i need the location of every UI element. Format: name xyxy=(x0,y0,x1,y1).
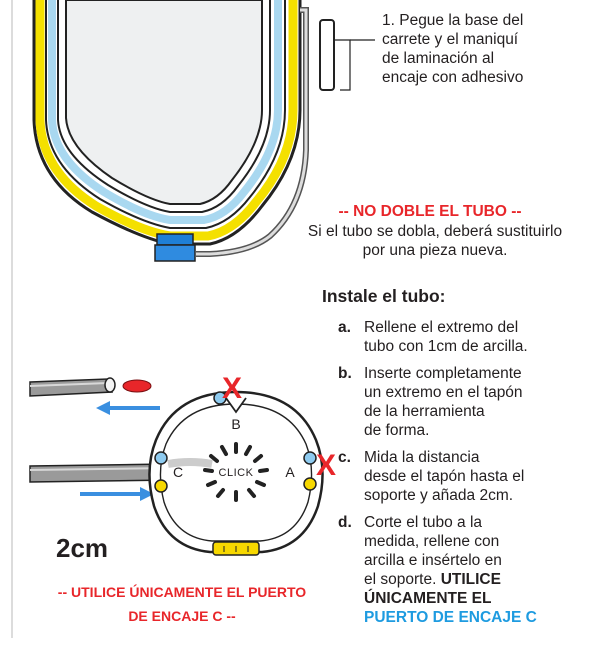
port-note-line: DE ENCAJE C -- xyxy=(128,608,236,624)
step-letter: a. xyxy=(338,319,351,336)
click-burst xyxy=(203,442,269,502)
port-c-yellow xyxy=(154,479,168,493)
step-line: Mida la distancia xyxy=(364,449,480,466)
step-line: de forma. xyxy=(364,422,430,439)
port-a-yellow xyxy=(303,477,317,491)
step1-caption: 1. Pegue la base del carrete y el maniqu… xyxy=(382,11,582,87)
port-b-blue xyxy=(213,391,227,405)
step1-line: 1. Pegue la base del xyxy=(382,12,524,29)
mannequin-tube-figure xyxy=(32,0,375,262)
step1-line: de laminación al xyxy=(382,50,495,67)
step1-line: encaje con adhesivo xyxy=(382,69,524,86)
measure-label: 2cm xyxy=(56,533,109,563)
step-line: Inserte completamente xyxy=(364,365,522,382)
warning-line: Si el tubo se dobla, deberá sustituirlo xyxy=(307,223,563,240)
warning-title: -- NO DOBLE EL TUBO -- xyxy=(338,203,522,220)
forming-tool-figure: B C A CLICK X X xyxy=(29,372,336,556)
port-b-label: B xyxy=(231,416,240,432)
arrow-right xyxy=(80,487,154,501)
arrow-left xyxy=(96,401,160,415)
step-tail-bold: ÚNICAMENTE EL xyxy=(364,590,492,607)
tube-upper xyxy=(29,377,152,397)
port-note-line: -- UTILICE ÚNICAMENTE EL PUERTO xyxy=(57,584,307,600)
step-line: el soporte. UTILICE xyxy=(364,570,590,589)
step-line: medida, rellene con xyxy=(364,533,500,550)
step-line: tubo con 1cm de arcilla. xyxy=(364,338,528,355)
port-a-x-mark: X xyxy=(316,449,336,482)
step-tail-plain: el soporte. xyxy=(364,571,441,588)
port-a-blue xyxy=(303,451,317,465)
warning-text: Si el tubo se dobla, deberá sustituirlo … xyxy=(270,222,590,260)
step-line: Rellene el extremo del xyxy=(364,319,519,336)
step-tail-blue: PUERTO DE ENCAJE C xyxy=(364,609,537,626)
install-step-b: b. Inserte completamente un extremo en e… xyxy=(338,364,590,440)
install-steps-list: a. Rellene el extremo del tubo con 1cm d… xyxy=(338,318,590,635)
step-line: Corte el tubo a la xyxy=(364,514,483,531)
step-letter: b. xyxy=(338,365,352,382)
step-tail-bold: UTILICE xyxy=(440,571,501,588)
step-letter: c. xyxy=(338,449,351,466)
port-c-label: C xyxy=(173,464,183,480)
install-heading: Instale el tubo: xyxy=(322,286,446,306)
step-line: soporte y añada 2cm. xyxy=(364,487,514,504)
install-step-d: d. Corte el tubo a la medida, rellene co… xyxy=(338,513,590,627)
install-step-a: a. Rellene el extremo del tubo con 1cm d… xyxy=(338,318,590,356)
step-line: un extremo en el tapón xyxy=(364,384,523,401)
install-step-c: c. Mida la distancia desde el tapón hast… xyxy=(338,448,590,505)
step-letter: d. xyxy=(338,514,352,531)
port-c-blue xyxy=(154,451,168,465)
click-label: CLICK xyxy=(219,467,254,479)
step-line: desde el tapón hasta el xyxy=(364,468,525,485)
port-b-x-mark: X xyxy=(222,372,242,405)
step-line: arcilla e insértelo en xyxy=(364,552,502,569)
step1-line: carrete y el maniquí xyxy=(382,31,519,48)
port-note: -- UTILICE ÚNICAMENTE EL PUERTO DE ENCAJ… xyxy=(42,580,322,628)
warning-line: por una pieza nueva. xyxy=(362,242,508,259)
step-line: de la herramienta xyxy=(364,403,485,420)
port-a-label: A xyxy=(285,464,295,480)
